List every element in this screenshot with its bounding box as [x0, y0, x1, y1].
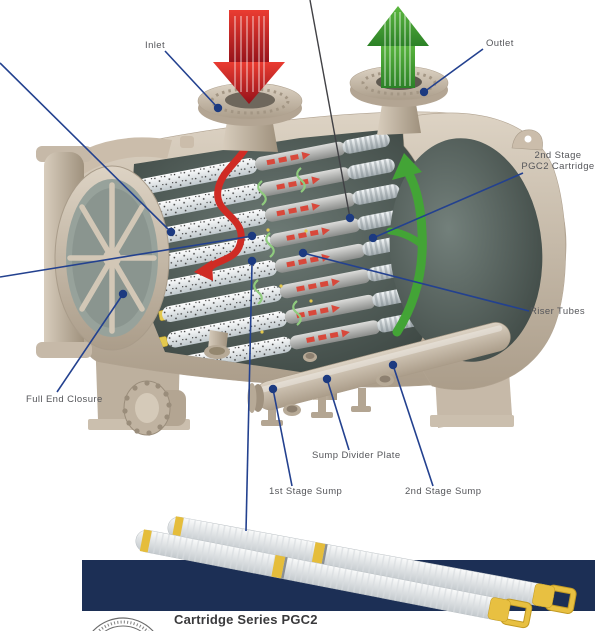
label-full-end-closure: Full End Closure — [26, 394, 103, 405]
left-drain-flange — [122, 380, 186, 436]
label-second-stage-cartridge: 2nd Stage PGC2 Cartridge — [520, 150, 596, 172]
sump-drain-stubs — [283, 352, 394, 416]
tube-row — [155, 286, 420, 348]
inlet-flow-arrow-icon — [213, 10, 285, 104]
separated-gas-arrow — [386, 153, 427, 337]
inlet-flow-tube — [194, 126, 257, 281]
opened-shell-flap — [50, 137, 172, 192]
leader-second-stage-sump — [392, 364, 434, 487]
tube-row — [138, 158, 395, 220]
product-title: Cartridge Series PGC2 — [174, 612, 318, 627]
leader-lines — [0, 0, 530, 532]
leader-second-stage-cartridge — [372, 172, 524, 239]
cartridge-lower — [135, 529, 533, 629]
coalesced-flow-squiggles — [253, 167, 306, 326]
sump-assembly — [247, 322, 511, 426]
leader-sump-divider — [326, 378, 350, 451]
leader-inlet — [164, 50, 219, 109]
product-photo-cartridges — [135, 516, 577, 629]
right-head — [386, 112, 566, 390]
vessel-bottom-nozzle — [204, 330, 230, 359]
label-second-stage-sump: 2nd Stage Sump — [405, 486, 482, 497]
label-second-stage-line2: PGC2 Cartridge — [521, 161, 595, 172]
leader-offcanvas-left-mid — [0, 235, 253, 278]
leader-full-end-closure — [56, 293, 124, 393]
label-second-stage-line1: 2nd Stage — [534, 150, 582, 161]
leader-product-photo — [245, 263, 253, 532]
label-sump-divider-plate: Sump Divider Plate — [312, 450, 401, 461]
leader-dots — [118, 87, 429, 394]
leader-riser-tubes — [302, 252, 530, 312]
outlet-flow-arrow-icon — [367, 6, 429, 88]
shell-lug — [180, 136, 194, 148]
yellow-flecks — [260, 228, 313, 334]
sump-legs — [261, 388, 371, 426]
label-first-stage-sump: 1st Stage Sump — [269, 486, 343, 497]
leader-offcanvas-left-top — [0, 62, 172, 233]
leader-outlet — [423, 48, 484, 93]
label-riser-tubes: Riser Tubes — [530, 306, 586, 317]
leader-first-stage-sump — [272, 388, 293, 487]
label-inlet: Inlet — [145, 40, 165, 51]
label-outlet: Outlet — [486, 38, 514, 49]
leader-offcanvas-top — [309, 0, 351, 219]
brand-seal — [92, 617, 154, 631]
